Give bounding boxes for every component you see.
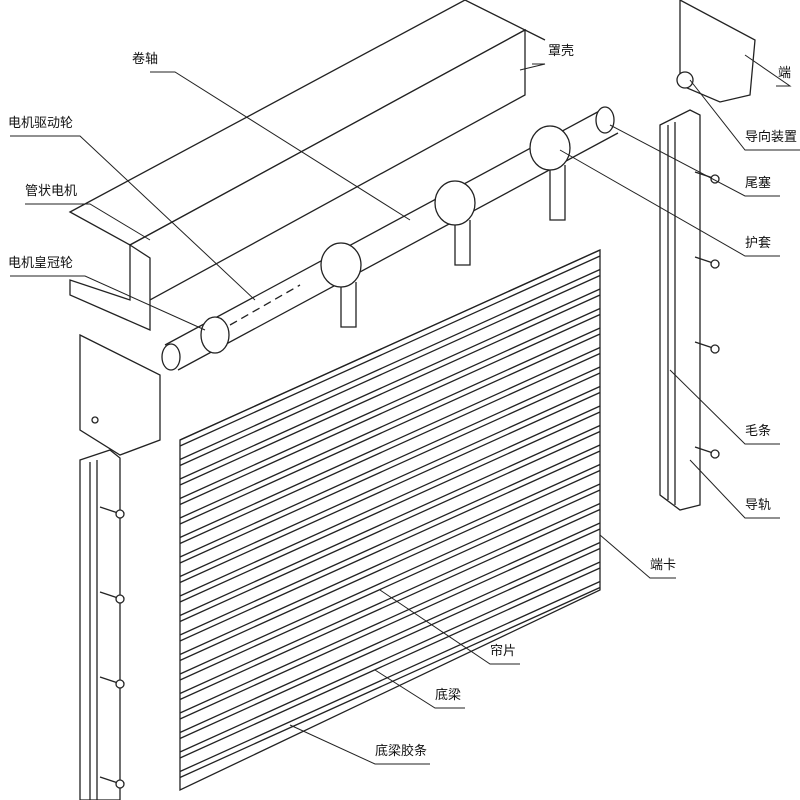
slat-line [179, 424, 601, 617]
label-motor-drive-wheel: 电机驱动轮 [8, 116, 74, 131]
label-housing: 罩壳 [548, 44, 575, 59]
housing-shape [68, 0, 546, 331]
slat-line [179, 586, 601, 779]
label-end-clip: 端卡 [650, 558, 677, 573]
slat-line [179, 372, 601, 564]
right-end-plate [679, 0, 756, 103]
label-end-plug: 尾塞 [745, 176, 772, 191]
slat-line [179, 561, 601, 753]
slat-line [179, 450, 601, 642]
slat-line [179, 249, 601, 441]
label-slat: 帘片 [490, 644, 517, 659]
label-end-plate: 端 [778, 66, 792, 81]
left-guide-rail [79, 449, 121, 800]
slat-line [179, 268, 601, 461]
slat-line [179, 508, 601, 701]
slat-line [179, 444, 601, 636]
roller-shaft-shape [161, 106, 619, 371]
label-sleeve: 护套 [745, 236, 772, 251]
label-bottom-beam-rubber: 底梁胶条 [375, 744, 428, 759]
label-guide-rail: 导轨 [745, 498, 772, 513]
label-motor-crown-wheel: 电机皇冠轮 [8, 256, 74, 271]
screw [99, 776, 125, 789]
slat-line [179, 541, 601, 734]
left-end-plate [79, 333, 161, 456]
label-roller-shaft: 卷轴 [132, 52, 159, 67]
slat-line [179, 313, 601, 506]
slat-line [179, 483, 601, 675]
label-brush-strip: 毛条 [745, 424, 772, 439]
slat-line [179, 405, 601, 597]
slat-line [179, 411, 601, 603]
label-bottom-beam: 底梁 [435, 688, 462, 703]
screws [99, 171, 720, 789]
screw [694, 446, 720, 459]
slat-line [179, 327, 601, 519]
label-guide-device: 导向装置 [745, 130, 798, 145]
slat-line [179, 255, 601, 447]
slat-line [179, 385, 601, 578]
slat-line [179, 502, 601, 695]
label-tubular-motor: 管状电机 [25, 184, 78, 199]
slat-line [179, 288, 601, 480]
right-guide-rail [659, 109, 701, 511]
slat-line [179, 274, 601, 467]
slat-line [179, 352, 601, 545]
slat-line [179, 469, 601, 662]
slat-line [179, 294, 601, 486]
slat-panel [179, 248, 601, 792]
slat-line [179, 528, 601, 720]
slat-line [179, 430, 601, 623]
slat-line [179, 307, 601, 500]
slat-line [179, 391, 601, 584]
slat-line [179, 547, 601, 740]
slat-line [179, 522, 601, 714]
slat-line [179, 489, 601, 681]
screw [694, 341, 720, 354]
slat-line [179, 463, 601, 656]
slat-line [179, 366, 601, 558]
slat-line [179, 333, 601, 525]
screw [99, 506, 125, 519]
slat-line [179, 567, 601, 759]
screw [99, 676, 125, 689]
slat-line [179, 580, 601, 773]
screw [99, 591, 125, 604]
screw [694, 256, 720, 269]
slat-line [179, 346, 601, 539]
